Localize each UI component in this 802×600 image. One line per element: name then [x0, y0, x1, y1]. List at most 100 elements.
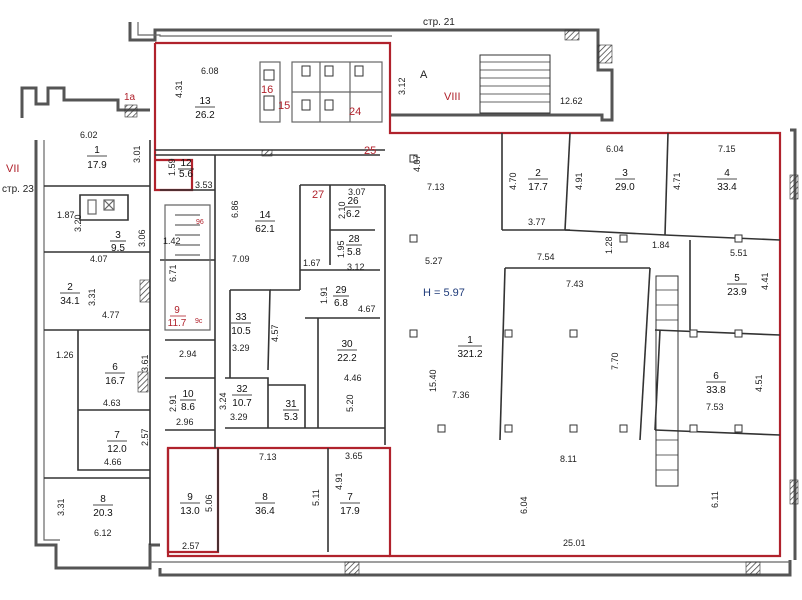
svg-text:17.7: 17.7 [528, 182, 548, 193]
svg-text:20.3: 20.3 [93, 508, 113, 519]
dimension: 25.01 [563, 538, 586, 548]
dimension: 4.91 [334, 472, 344, 490]
dimension: 6.12 [94, 528, 112, 538]
svg-text:6.2: 6.2 [346, 209, 360, 220]
room-number-red: 24 [349, 106, 361, 118]
room-label: 523.9 [727, 273, 747, 298]
dimension: 5.06 [204, 494, 214, 512]
svg-text:5.6: 5.6 [179, 169, 193, 180]
dimension: 5.27 [425, 256, 443, 266]
central-partitions [155, 61, 386, 552]
street23-label: стр. 23 [2, 184, 34, 195]
dimension: 4.71 [672, 172, 682, 190]
dimension: 7.54 [537, 252, 555, 262]
room-label: 108.6 [180, 389, 196, 413]
room-label: 217.7 [528, 168, 548, 193]
dimension: 4.63 [103, 398, 121, 408]
dimension: 3.29 [230, 412, 248, 422]
svg-text:1: 1 [94, 145, 100, 156]
dimension: 3.61 [140, 354, 150, 372]
room-label: 913.0 [180, 492, 200, 517]
dimension: 6.08 [201, 66, 219, 76]
dimension: 2.57 [182, 541, 200, 551]
svg-text:10.5: 10.5 [231, 326, 251, 337]
dimension: 3.01 [132, 145, 142, 163]
room-label: 911.7 [168, 305, 187, 329]
svg-text:8.6: 8.6 [181, 402, 195, 413]
room-label: 285.8 [346, 234, 362, 258]
room-label: 13 26.2 [195, 96, 215, 121]
dimension: 7.13 [259, 452, 277, 462]
svg-text:29: 29 [335, 285, 347, 296]
dimension: 3.12 [397, 77, 407, 95]
dimension: 1.28 [604, 236, 614, 254]
svg-text:12.0: 12.0 [107, 444, 127, 455]
svg-text:8: 8 [262, 492, 268, 503]
svg-text:26.2: 26.2 [195, 110, 215, 121]
svg-text:30: 30 [341, 339, 353, 350]
svg-text:28: 28 [348, 234, 360, 245]
dimension: 6.04 [606, 144, 624, 154]
dimension: 8.11 [560, 454, 577, 464]
dimension: 6.86 [230, 200, 240, 218]
svg-text:62.1: 62.1 [255, 224, 275, 235]
dimension: 3.12 [347, 262, 365, 272]
dimension: 4.70 [508, 172, 518, 190]
dimension: 3.06 [137, 229, 147, 247]
dimension: 4.57 [270, 324, 280, 342]
dimension: 2.91 [168, 394, 178, 412]
svg-text:29.0: 29.0 [615, 182, 635, 193]
dimension: 6.11 [710, 491, 720, 508]
svg-text:9.5: 9.5 [111, 243, 125, 254]
room-label: 1 321.2 [457, 335, 482, 360]
dimension: 7.43 [566, 279, 584, 289]
dimension: 3.20 [73, 214, 83, 232]
building-walls [20, 22, 797, 577]
svg-text:36.4: 36.4 [255, 506, 275, 517]
dimension: 1.87 [57, 210, 75, 220]
room-label: 315.3 [283, 399, 299, 423]
svg-text:3: 3 [622, 168, 628, 179]
dimension: 7.36 [452, 390, 470, 400]
dimension: 6.71 [168, 264, 178, 282]
svg-text:1: 1 [467, 335, 473, 346]
svg-text:14: 14 [259, 210, 271, 221]
street21-label: стр. 21 [423, 17, 455, 28]
room-label: 836.4 [255, 492, 275, 517]
dimension: 6.02 [80, 130, 98, 140]
svg-text:3: 3 [115, 230, 121, 241]
dimension: 7.70 [610, 352, 620, 370]
dimension: 3.29 [232, 343, 250, 353]
svg-text:10: 10 [182, 389, 194, 400]
dimension: 4.41 [760, 272, 770, 290]
svg-text:17.9: 17.9 [340, 506, 360, 517]
room-label: 14 62.1 [255, 210, 275, 235]
dimension: 5.20 [345, 394, 355, 412]
room-label: 820.3 [93, 494, 113, 519]
svg-text:9: 9 [174, 305, 180, 316]
room-label: 433.4 [717, 168, 737, 193]
dimension: 15.40 [428, 369, 438, 392]
room-label: 717.9 [340, 492, 360, 517]
svg-text:17.9: 17.9 [87, 160, 107, 171]
svg-text:13: 13 [199, 96, 211, 107]
section-labels: стр. 21 стр. 23 VII VIII A 1a H = 5.97 [2, 17, 465, 299]
section-vii-label: VII [6, 163, 19, 175]
svg-text:8: 8 [100, 494, 106, 505]
dimension: 5.11 [311, 489, 321, 506]
svg-text:7: 7 [347, 492, 353, 503]
room-number-red: 16 [261, 84, 273, 96]
room-number-red: 15 [278, 100, 290, 112]
svg-text:321.2: 321.2 [457, 349, 482, 360]
room-number-red: 27 [312, 189, 324, 201]
svg-text:2: 2 [67, 282, 73, 293]
room-label: 117.9 [87, 145, 107, 171]
svg-text:34.1: 34.1 [60, 296, 80, 307]
dimension: 4.07 [90, 254, 108, 264]
dimension: 7.53 [706, 402, 724, 412]
dimension: 4.67 [358, 304, 376, 314]
